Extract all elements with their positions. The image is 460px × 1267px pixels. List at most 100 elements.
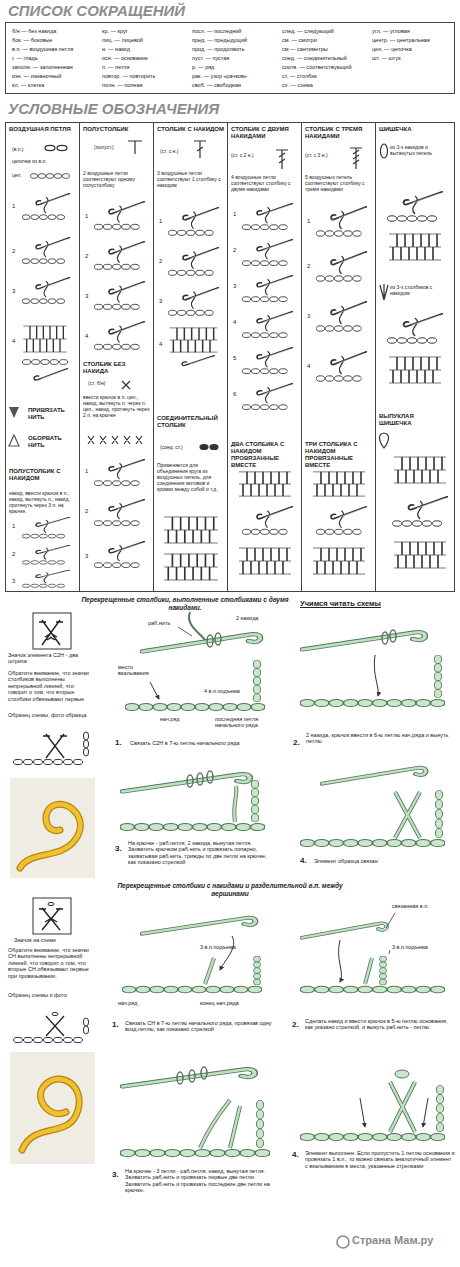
- drawing-part: [423, 1098, 428, 1127]
- label: последняя петля начального ряда: [215, 716, 273, 729]
- label: нач.ряд: [160, 716, 195, 722]
- drawing-part: [170, 328, 218, 352]
- abbreviation: лиц. — лицевой: [102, 37, 188, 43]
- drawing-part: [94, 460, 144, 486]
- drawing-part: [189, 1070, 195, 1082]
- drawing-part: [316, 207, 366, 236]
- drawing-part: [313, 472, 365, 496]
- drawing-part: [24, 1037, 33, 1042]
- drawing-part: [54, 759, 63, 764]
- drawing-part: [380, 433, 389, 448]
- drawing-part: [360, 1098, 365, 1127]
- drawing-part: [168, 288, 218, 316]
- drawing-part: [83, 740, 88, 748]
- label: Связать СН в 7-ю петлю начального ряда, …: [125, 1020, 275, 1033]
- step-number: 2: [12, 248, 20, 255]
- drawing-part: [365, 958, 372, 984]
- abbreviation: соед. — соединительный: [282, 55, 368, 61]
- drawing-part: [30, 174, 69, 179]
- drawing-part: [48, 902, 54, 905]
- drawing-part: [20, 804, 80, 868]
- legend-text: ТРИ СТОЛБИКА С НАКИДОМ ПРОВЯЗАННЫЕ ВМЕСТ…: [305, 441, 373, 469]
- abbreviation: рак. — узор «рачков»: [192, 73, 278, 79]
- drawing-part: [313, 548, 365, 574]
- label: место вкалывания: [118, 664, 163, 677]
- drawing-part: [387, 314, 442, 343]
- label: Перекрещенные столбики, выполненные стол…: [80, 596, 290, 611]
- drawing-part: [302, 923, 387, 938]
- step-number: 1: [159, 218, 167, 225]
- drawing-part: [300, 839, 445, 846]
- label: Обратите внимание, что значки столбиков …: [8, 670, 92, 702]
- drawing-part: [434, 655, 441, 698]
- drawing-part: [22, 278, 69, 304]
- abbreviation-box: б/н — без накида бок. — боковые в.п. — воз…: [5, 22, 455, 94]
- legend-text: 5 воздушных петель соответствуют столбик…: [305, 175, 373, 193]
- label: Значок элемента С2Н - два штриха: [8, 652, 90, 665]
- drawing-part: [120, 1149, 270, 1156]
- drawing-part: [23, 326, 66, 352]
- abbreviation: б/н — без накида: [12, 28, 98, 34]
- step-number: 2: [12, 551, 20, 558]
- drawing-part: [350, 148, 362, 169]
- step-number: 1: [12, 523, 20, 530]
- drawing-part: [83, 1026, 88, 1034]
- legend-text: ПОЛУСТОЛБИК С НАКИДОМ: [9, 468, 77, 482]
- step-number: 1.: [112, 1020, 124, 1029]
- step-number: 2: [307, 263, 315, 270]
- drawing-part: [379, 956, 386, 985]
- drawing-part: [234, 786, 236, 822]
- drawing-part: [200, 1100, 240, 1148]
- drawing-part: [22, 517, 69, 538]
- drawing-part: [381, 144, 388, 158]
- drawing-part: [64, 759, 73, 764]
- abbreviation: р. — ряд: [192, 64, 278, 70]
- drawing-part: [380, 284, 388, 300]
- label: Учимся читать схемы: [300, 600, 450, 609]
- abbreviation: пуст. — пустая: [192, 55, 278, 61]
- drawing-part: [389, 950, 390, 954]
- drawing-part: [251, 780, 258, 822]
- drawing-part: [9, 435, 19, 446]
- abbreviation: в.п. — воздушная петля: [12, 46, 98, 52]
- drawing-part: [201, 1067, 207, 1079]
- label: 2 накида, крючок ввести в 6-ю петлю нач.…: [306, 732, 451, 745]
- legend-text: СТОЛБИК С ТРЕМЯ НАКИДАМИ: [305, 126, 373, 140]
- abbreviation: прод. — продолжить: [192, 46, 278, 52]
- drawing-part: [10, 1052, 95, 1164]
- abbreviation: полн. — полная: [102, 82, 188, 88]
- drawing-part: [83, 748, 88, 756]
- label: Перекрещенные столбики с накидами и разд…: [100, 882, 360, 897]
- legend-text: (ст. с н.): [160, 149, 196, 155]
- drawing-part: [242, 348, 292, 374]
- step-number: 2.: [293, 738, 305, 747]
- drawing-part: [122, 381, 130, 389]
- drawing-part: [436, 1085, 443, 1132]
- legend-text: (соед. ст.): [160, 445, 196, 451]
- legend-column: ВОЗДУШНАЯ ПЕТЛЯ(в.п.)цепочка из в.п.цеп.…: [5, 122, 80, 592]
- legend-text: ПРИВЯЗАТЬ НИТЬ: [28, 407, 78, 421]
- drawing-part: [34, 369, 67, 380]
- drawing-part: [253, 660, 260, 702]
- legend-column: СТОЛБИК С НАКИДОМ(ст. с н.)3 воздушные п…: [153, 122, 228, 592]
- drawing-part: [22, 1079, 79, 1150]
- drawing-part: [395, 1070, 409, 1078]
- drawing-part: [128, 141, 142, 154]
- legend-text: цепочка из в.п.: [12, 159, 78, 165]
- step-number: 4: [12, 338, 20, 345]
- drawing-part: [386, 913, 395, 928]
- drawing-part: [316, 507, 366, 535]
- abbreviation: бок. — боковые: [12, 37, 98, 43]
- label: 3 в.п.подъема: [200, 944, 246, 950]
- label: СПИСОК СОКРАЩЕНИЙ: [8, 2, 308, 20]
- step-number: 3: [233, 283, 241, 290]
- abbreviation: изн. — изнаночный: [12, 73, 98, 79]
- drawing-part: [22, 360, 67, 365]
- legend-text: (ст. с 3 н.): [305, 153, 345, 159]
- drawing-part: [168, 248, 218, 276]
- legend-text: ВОЗДУШНАЯ ПЕТЛЯ: [9, 126, 77, 133]
- drawing-part: [33, 613, 71, 649]
- drawing-part: [239, 472, 291, 496]
- step-number: 3: [12, 578, 20, 585]
